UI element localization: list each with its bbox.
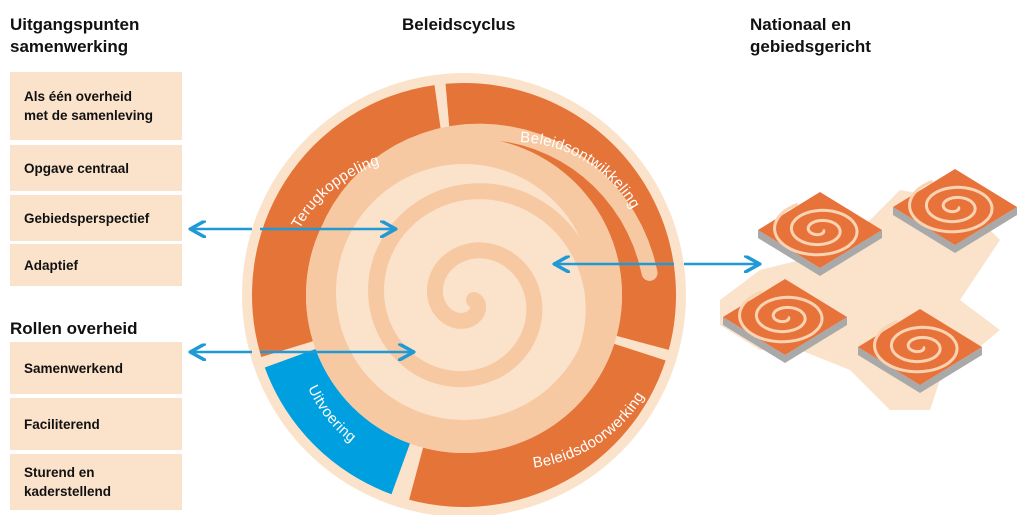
role-facilitating: Faciliterend [10,398,182,450]
spiral-icon [773,202,859,257]
principle-area-perspective: Gebiedsperspectief [10,195,182,241]
spiral-icon [908,179,994,234]
principle-task-central: Opgave centraal [10,145,182,191]
heading-principles: Uitgangspunten samenwerking [10,15,140,56]
tile-side [758,230,882,276]
role-steering: Sturend en kaderstellend [10,454,182,510]
tile-side [893,207,1017,253]
role-cooperating: Samenwerkend [10,342,182,394]
principle-one-government: Als één overheid met de samenleving [10,72,182,140]
tile-side [858,347,982,393]
heading-policy-cycle: Beleidscyclus [402,15,516,34]
heading-government-roles: Rollen overheid [10,319,138,338]
segment-impact [409,343,666,507]
heading-national-regional: Nationaal en gebiedsgericht [750,15,871,56]
segment-development [445,83,676,350]
segment-execution [264,349,410,495]
spiral-icon [738,289,824,344]
tiles-map-icon [720,169,1017,410]
principle-adaptive: Adaptief [10,244,182,286]
spiral-icon [308,123,658,447]
spiral-icon [873,319,959,374]
tile-side [723,317,847,363]
